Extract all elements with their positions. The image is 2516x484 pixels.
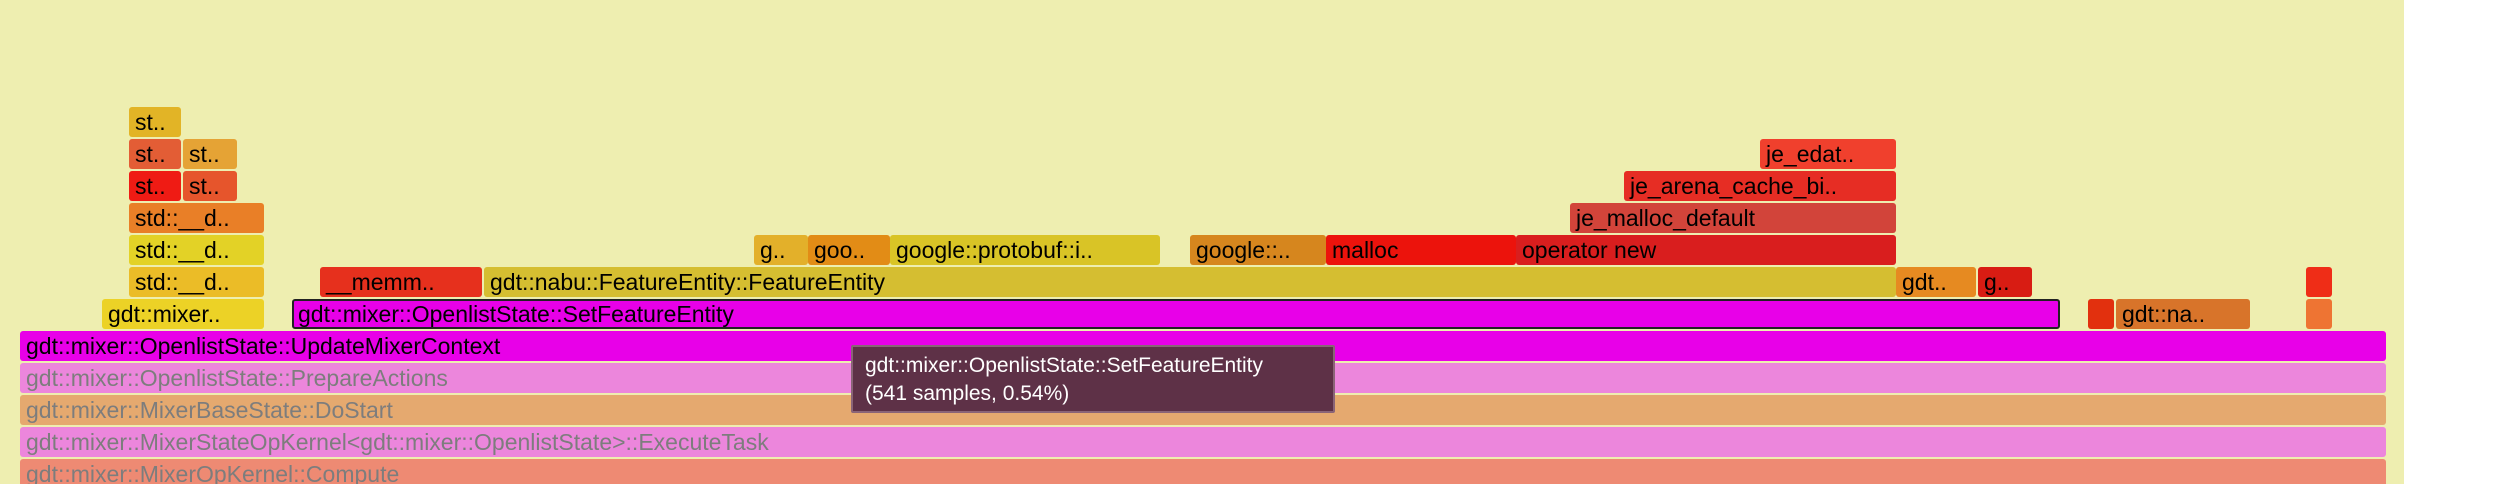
- flame-frame[interactable]: __memm..: [320, 267, 482, 297]
- flame-frame-selected[interactable]: gdt::mixer::OpenlistState::SetFeatureEnt…: [292, 299, 2060, 329]
- flame-frame[interactable]: [2306, 299, 2332, 329]
- flame-frame[interactable]: st..: [183, 139, 237, 169]
- flame-frame[interactable]: std::__d..: [129, 235, 264, 265]
- flame-frame[interactable]: st..: [183, 171, 237, 201]
- flame-frame[interactable]: gdt::nabu::FeatureEntity::FeatureEntity: [484, 267, 1896, 297]
- flame-frame[interactable]: [2306, 267, 2332, 297]
- flame-frame[interactable]: st..: [129, 171, 181, 201]
- flame-frame[interactable]: je_malloc_default: [1570, 203, 1896, 233]
- flame-frame[interactable]: std::__d..: [129, 203, 264, 233]
- flame-frame[interactable]: gdt..: [1896, 267, 1976, 297]
- flame-frame[interactable]: google::protobuf::i..: [890, 235, 1160, 265]
- flame-frame[interactable]: [2088, 299, 2114, 329]
- flame-frame[interactable]: je_edat..: [1760, 139, 1896, 169]
- flamegraph-viewport[interactable]: st.. st.. st.. je_edat.. st.. st.. je_ar…: [0, 0, 2404, 484]
- flame-frame[interactable]: g..: [754, 235, 808, 265]
- flame-frame[interactable]: operator new: [1516, 235, 1896, 265]
- flame-frame[interactable]: gdt::na..: [2116, 299, 2250, 329]
- tooltip-function-name: gdt::mixer::OpenlistState::SetFeatureEnt…: [865, 354, 1264, 377]
- frame-tooltip: gdt::mixer::OpenlistState::SetFeatureEnt…: [851, 345, 1335, 413]
- flame-frame[interactable]: je_arena_cache_bi..: [1624, 171, 1896, 201]
- flame-frame[interactable]: std::__d..: [129, 267, 264, 297]
- flame-frame[interactable]: gdt::mixer::MixerOpKernel::Compute: [20, 459, 2386, 484]
- tooltip-sample-count: (541 samples, 0.54%): [865, 382, 1070, 405]
- flame-frame[interactable]: st..: [129, 107, 181, 137]
- flame-frame[interactable]: g..: [1978, 267, 2032, 297]
- flame-frame[interactable]: google::..: [1190, 235, 1326, 265]
- flame-frame[interactable]: gdt::mixer::MixerStateOpKernel<gdt::mixe…: [20, 427, 2386, 457]
- flame-frame[interactable]: goo..: [808, 235, 890, 265]
- flame-frame[interactable]: gdt::mixer..: [102, 299, 264, 329]
- flame-frame[interactable]: malloc: [1326, 235, 1516, 265]
- flame-frame[interactable]: st..: [129, 139, 181, 169]
